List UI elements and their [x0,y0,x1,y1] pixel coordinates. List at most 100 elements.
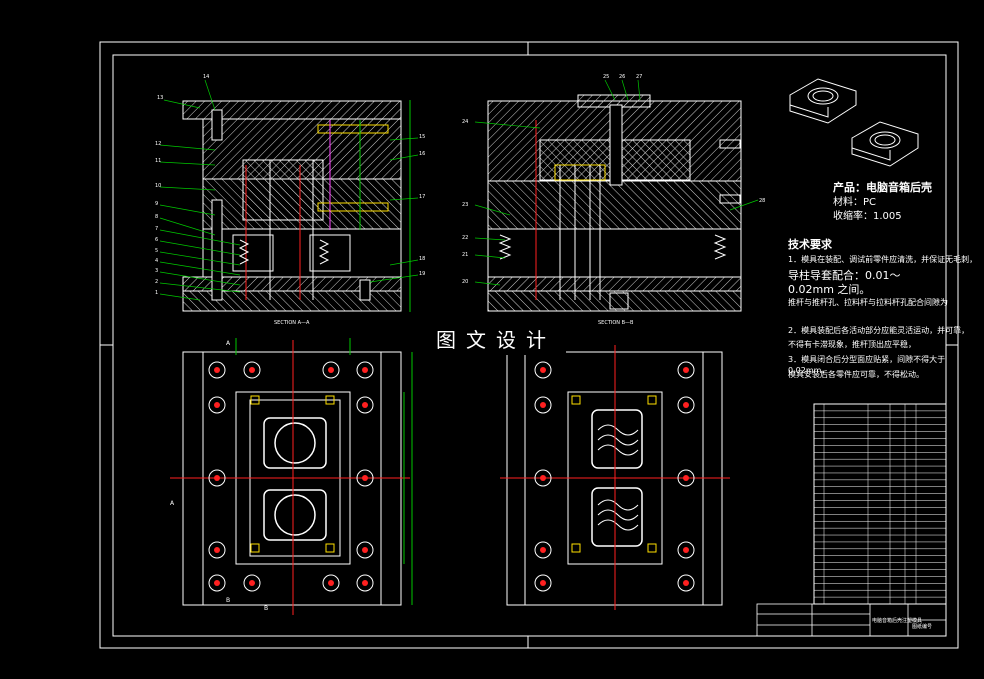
part-balloon: 10 [155,183,162,189]
tech-line: 2．模具装配后各活动部分应能灵活运动，并可靠， [788,326,970,335]
part-balloon: 24 [462,119,469,125]
ejector-mark [250,543,260,553]
bolt-hole [677,361,695,379]
part-balloon: 27 [636,74,643,80]
bolt-hole [534,574,552,592]
parts-table-frame [813,403,947,605]
tech-line: 1．模具在装配、调试前零件应清洗，并保证无毛刺， [788,255,978,264]
bolt-hole-center [362,547,368,553]
drawing-title: 电脑音箱后壳注塑模具 [872,618,923,624]
bolt-hole [356,469,374,487]
part-balloon: 26 [619,74,626,80]
leaders-left [159,79,419,301]
view-letter: B [264,605,269,612]
bolt-hole-center [683,547,689,553]
view-letter: A [226,340,231,347]
parts-list-table [813,403,947,605]
tech-line: 模具安装后各零件应可靠，不得松动。 [788,370,924,379]
bolt-hole [208,469,226,487]
tech-line: 推杆与推杆孔、拉料杆与拉料杆孔配合间隙为 [788,298,948,307]
bolt-hole-center [540,580,546,586]
title-block [756,603,947,637]
product-name-label: 产品：电脑音箱后壳 [833,181,932,194]
part-balloon: 9 [155,201,159,207]
bolt-hole [534,396,552,414]
part-balloon: 18 [419,256,426,262]
section-b-label: SECTION B—B [598,320,634,326]
material-label: 材料：PC [833,197,877,208]
part-balloon: 12 [155,141,162,147]
bolt-hole-center [683,402,689,408]
ejector-mark [571,543,581,553]
bolt-hole-center [540,402,546,408]
bolt-hole [208,541,226,559]
bolt-hole-center [214,547,220,553]
bolt-hole [534,469,552,487]
tech-requirements-title: 技术要求 [788,238,832,251]
ejector-mark [647,543,657,553]
part-balloon: 2 [155,279,159,285]
bolt-hole [677,396,695,414]
bolt-hole [243,574,261,592]
bolt-hole-center [540,547,546,553]
bolt-hole-center [362,580,368,586]
bolt-hole [356,396,374,414]
bolt-hole [677,469,695,487]
part-balloon: 14 [203,74,210,80]
bolt-hole-center [362,475,368,481]
plan-view-right [500,345,730,610]
ejector-mark [647,395,657,405]
bolt-hole [677,574,695,592]
part-balloon: 21 [462,252,469,258]
part-balloon: 16 [419,151,426,157]
part-balloon: 25 [603,74,610,80]
bolt-hole-center [540,475,546,481]
part-balloon: 17 [419,194,426,200]
bolt-hole-center [540,367,546,373]
watermark-text: 图文设计 [426,325,566,355]
bolt-hole-center [328,580,334,586]
part-balloon: 22 [462,235,469,241]
part-balloon: 19 [419,271,426,277]
bolt-hole-center [683,475,689,481]
bolt-hole-center [214,580,220,586]
section-a-view [182,100,411,312]
part-balloon: 6 [155,237,159,243]
bolt-hole [243,361,261,379]
bolt-hole-center [214,402,220,408]
bolt-hole [208,574,226,592]
part-balloon: 4 [155,258,159,264]
part-balloon: 15 [419,134,426,140]
part-balloon: 5 [155,248,159,254]
tech-line: 3．模具闭合后分型面应贴紧，间隙不得大于0.02mm， [788,355,946,375]
part-balloon: 7 [155,226,159,232]
bolt-hole [322,574,340,592]
bolt-hole [208,361,226,379]
view-letter: B [226,597,231,604]
bolt-hole [356,361,374,379]
part-balloon: 13 [157,95,164,101]
part-balloon: 8 [155,214,159,220]
bolt-hole-center [683,367,689,373]
bolt-hole-center [214,367,220,373]
section-a-label: SECTION A—A [274,320,310,326]
bolt-hole [534,541,552,559]
bolt-hole-center [328,367,334,373]
part-balloon: 28 [759,198,766,204]
bolt-hole-center [683,580,689,586]
part-balloon: 20 [462,279,469,285]
bolt-hole [356,574,374,592]
tech-line: 不得有卡滞现象，推杆顶出应平稳， [788,340,916,349]
view-letter: A [170,500,175,507]
plan-view-left [170,338,413,615]
shrink-label: 收缩率：1.005 [833,211,902,222]
section-b-view [487,94,742,312]
product-iso-view-2 [851,121,919,167]
ejector-mark [325,395,335,405]
ejector-mark [571,395,581,405]
ejector-mark [250,395,260,405]
part-balloon: 11 [155,158,162,164]
leaders-right [474,79,759,286]
bolt-hole [208,396,226,414]
